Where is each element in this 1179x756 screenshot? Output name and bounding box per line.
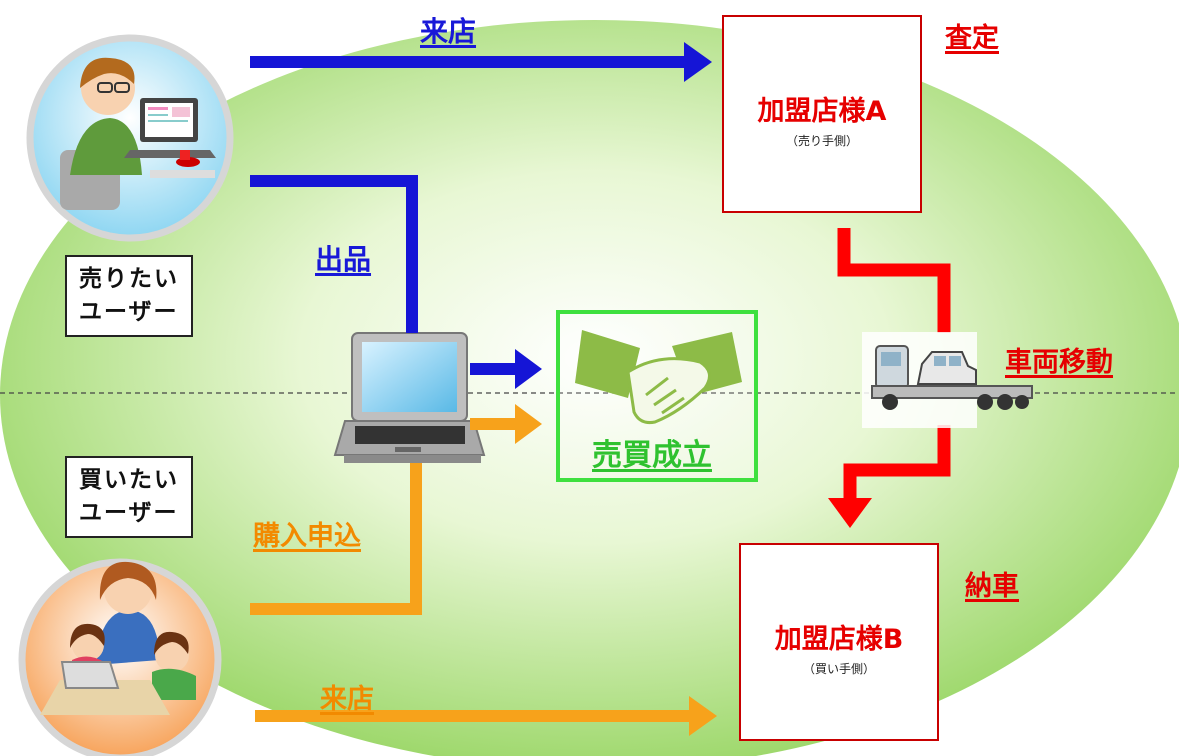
buyer-user-line1: 買いたい bbox=[79, 467, 179, 493]
store-a-role: （売り手側） bbox=[785, 134, 858, 148]
store-b-box: 加盟店様B （買い手側） bbox=[739, 543, 939, 741]
purchase-application-label: 購入申込 bbox=[253, 521, 361, 552]
seller-visit-label: 来店 bbox=[420, 15, 477, 48]
transfer-arrow-lower bbox=[828, 425, 951, 528]
deal-label: 売買成立 bbox=[592, 438, 712, 473]
store-a-name: 加盟店様A bbox=[757, 96, 887, 127]
buyer-family-icon bbox=[18, 558, 222, 756]
purchase-arrow bbox=[250, 404, 542, 615]
tow-truck-icon bbox=[862, 332, 1033, 428]
seller-user-line1: 売りたい bbox=[79, 266, 179, 292]
store-b-role: （買い手側） bbox=[802, 662, 875, 676]
vehicle-transfer-label: 車両移動 bbox=[1005, 347, 1113, 378]
buyer-visit-label: 来店 bbox=[320, 684, 374, 715]
store-b-name: 加盟店様B bbox=[774, 624, 904, 655]
seller-user-box: 売りたい ユーザー bbox=[65, 255, 193, 337]
buyer-user-line2: ユーザー bbox=[79, 500, 179, 526]
store-a-box: 加盟店様A （売り手側） bbox=[722, 15, 922, 213]
laptop-icon bbox=[333, 332, 486, 463]
assessment-label: 査定 bbox=[945, 23, 999, 54]
listing-arrow bbox=[250, 175, 542, 389]
deal-box bbox=[556, 310, 758, 482]
buyer-visit-arrow bbox=[255, 696, 717, 736]
seller-person-icon bbox=[26, 34, 234, 242]
listing-label: 出品 bbox=[315, 243, 372, 276]
seller-user-line2: ユーザー bbox=[79, 299, 179, 325]
delivery-label: 納車 bbox=[965, 571, 1019, 602]
handshake-icon bbox=[575, 330, 742, 424]
buyer-user-box: 買いたい ユーザー bbox=[65, 456, 193, 538]
seller-visit-arrow bbox=[250, 42, 712, 82]
transfer-arrow-upper bbox=[837, 228, 951, 333]
